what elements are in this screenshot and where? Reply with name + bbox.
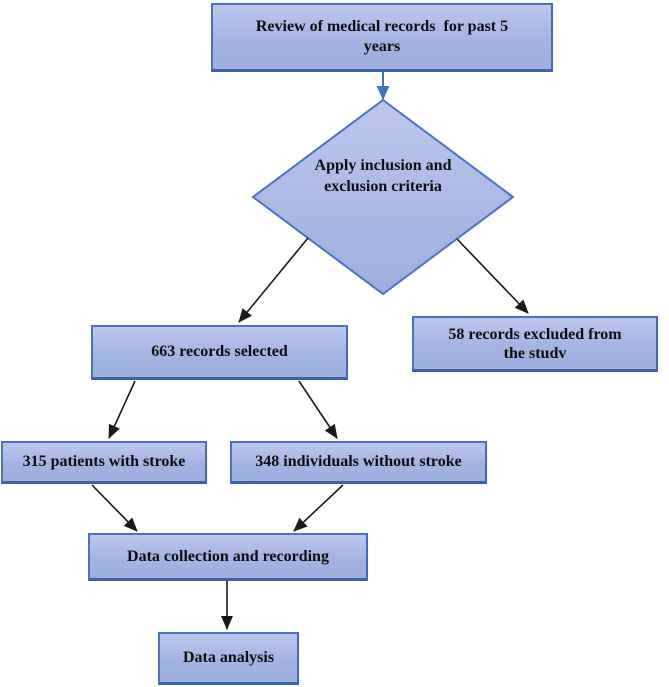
node-records-selected: 663 records selected xyxy=(91,325,348,380)
node-patients-with-stroke: 315 patients with stroke xyxy=(1,441,207,484)
node-review-line1: Review of medical records for past 5 xyxy=(255,18,509,35)
criteria-line3: exclusion xyxy=(324,178,388,195)
node-review-line2: years xyxy=(363,38,401,55)
node-analysis-label: Data analysis xyxy=(182,649,275,666)
node-review-medical-records: Review of medical records for past 5 yea… xyxy=(211,3,553,72)
node-excluded-line1: 58 records excluded from xyxy=(448,325,622,343)
criteria-line4: criteria xyxy=(391,178,442,195)
node-without-stroke-label: 348 individuals without stroke xyxy=(255,453,462,470)
node-excluded-line2: the studv xyxy=(503,344,567,362)
node-data-collection: Data collection and recording xyxy=(88,533,368,581)
criteria-line1: Apply xyxy=(314,157,357,174)
node-individuals-without-stroke: 348 individuals without stroke xyxy=(230,441,487,484)
node-selected-label: 663 records selected xyxy=(151,343,288,360)
decision-diamond-shape xyxy=(251,98,515,296)
node-with-stroke-label: 315 patients with stroke xyxy=(22,453,186,470)
node-data-analysis: Data analysis xyxy=(158,632,299,685)
node-collection-label: Data collection and recording xyxy=(127,547,329,565)
criteria-line2: inclusion and xyxy=(360,157,452,174)
node-criteria-label: Apply inclusion and exclusion criteria xyxy=(283,155,483,197)
node-records-excluded: 58 records excluded from the studv xyxy=(412,316,658,372)
